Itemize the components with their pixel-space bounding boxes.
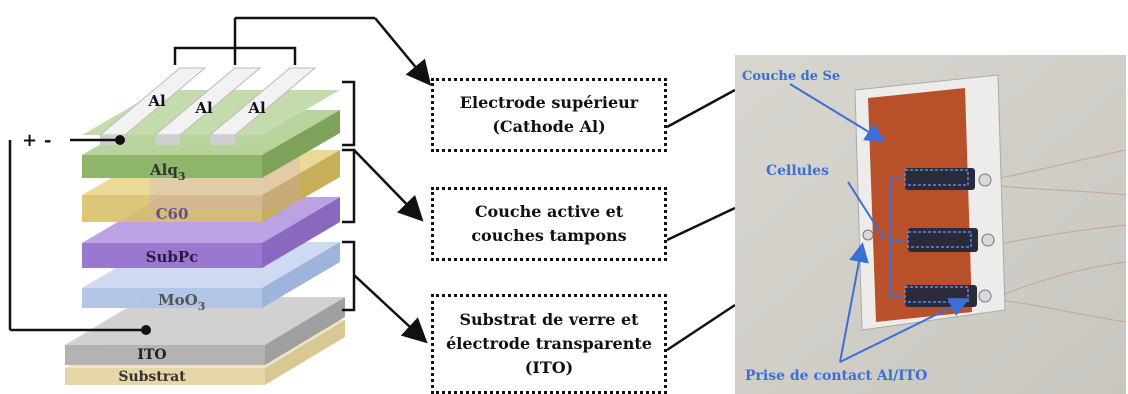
cathode-contact-dot xyxy=(115,135,125,145)
cellules-arrow xyxy=(847,181,886,241)
ito-layer xyxy=(65,297,345,365)
box-substrate: Substrat de verre et électrode transpare… xyxy=(431,294,667,394)
minus-sign: - xyxy=(44,130,51,151)
al-label-3: Al xyxy=(247,99,266,117)
device-photo: Couche de Se Cellules Prise de contact A… xyxy=(735,55,1127,394)
al-strip-3 xyxy=(208,67,317,145)
layer-stack: Al Al Al Alq3 C60 SubPc MoO3 ITO Substra… xyxy=(65,67,345,385)
al-strip-2 xyxy=(153,67,262,145)
cellules-label: Cellules xyxy=(766,163,829,179)
box-top-line-1: Electrode supérieur xyxy=(459,93,639,112)
alq3-label: Alq3 xyxy=(149,161,185,183)
c60-label: C60 xyxy=(156,205,189,223)
prise-arrow-1 xyxy=(839,242,869,363)
box-bottom-line-3: (ITO) xyxy=(524,358,574,377)
subpc-label: SubPc xyxy=(146,248,199,266)
anode-contact-dot xyxy=(141,325,151,335)
couche-se-label: Couche de Se xyxy=(742,69,840,84)
braces xyxy=(342,80,428,344)
box-top-line-2: (Cathode Al) xyxy=(492,117,606,136)
prise-arrow-2 xyxy=(839,298,970,363)
external-circuit xyxy=(8,138,146,332)
box-active-layer: Couche active et couches tampons xyxy=(431,187,667,261)
box-bottom-line-1: Substrat de verre et xyxy=(459,310,639,329)
ito-label: ITO xyxy=(137,347,166,363)
box-middle-line-2: couches tampons xyxy=(471,226,627,245)
couche-se-arrow xyxy=(789,83,886,143)
al-label-2: Al xyxy=(194,99,213,117)
box-top-electrode: Electrode supérieur (Cathode Al) xyxy=(431,78,667,152)
al-label-1: Al xyxy=(147,92,166,110)
plus-sign: + xyxy=(22,130,37,151)
al-strips xyxy=(98,67,317,145)
substrat-label: Substrat xyxy=(118,369,186,385)
box-bottom-line-2: électrode transparente xyxy=(446,334,652,353)
prise-contact-label: Prise de contact Al/ITO xyxy=(745,368,927,384)
box-middle-line-1: Couche active et xyxy=(474,202,624,221)
al-bracket xyxy=(173,16,432,86)
moo3-label: MoO3 xyxy=(158,291,205,313)
